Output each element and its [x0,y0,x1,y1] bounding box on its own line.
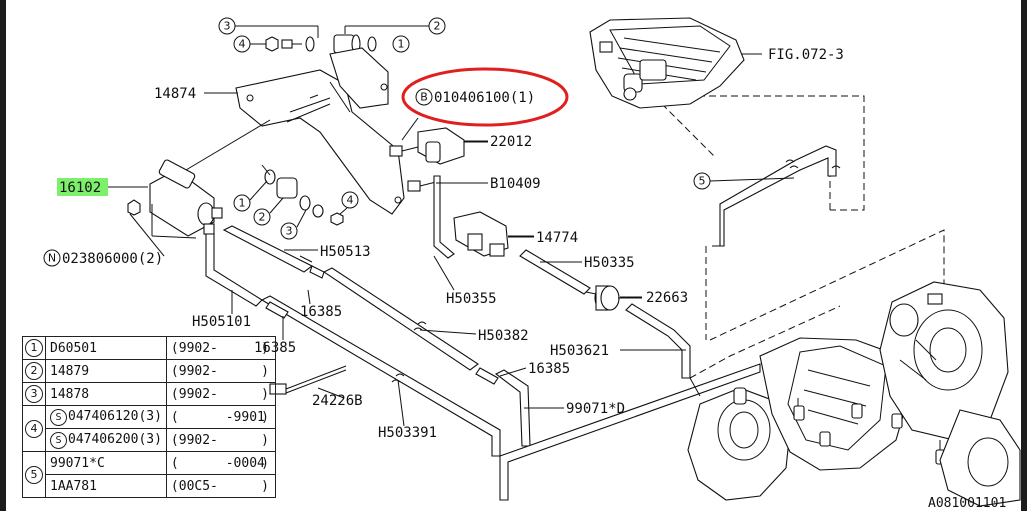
label-b10409: B10409 [490,176,541,192]
label-023806000: 023806000(2) [62,251,163,267]
label-14774: 14774 [536,230,578,246]
label-diagram-id: A081001101 [928,496,1006,511]
svg-text:4: 4 [347,194,354,207]
highlight-circle [401,67,569,127]
svg-text:3: 3 [286,225,293,238]
lower-hardware: 1 2 3 4 [233,164,359,240]
label-h503391: H503391 [378,425,437,441]
label-h505101: H505101 [192,314,251,330]
label-h50355: H50355 [446,291,497,307]
top-hardware: 3 2 4 1 [218,17,446,54]
date-range: (9902- [170,340,218,356]
table-row: 5 99071*C ( -0004) [22,451,276,498]
table-row: 1 D60501 (9902-) [22,336,276,360]
bolts [389,117,437,192]
bracket-14874 [235,47,405,215]
n-symbol: N [48,252,56,265]
date-range: (9902- [170,363,218,379]
part-number: 1AA781 [50,478,97,494]
symbol-mark: S [50,408,67,426]
range-close: ) [261,478,269,494]
parts-table: 1 D60501 (9902-) 2 14879 (9902-) 3 14878 (9902-)… [22,336,276,498]
ref-circle-1 [392,35,410,53]
label-22663: 22663 [646,290,688,306]
part-number: 99071*C [50,455,105,471]
b-symbol: B [420,91,428,104]
ref-3-label: 3 [224,20,231,33]
n-symbol-circle [43,249,61,267]
clamp-24226b [269,365,347,395]
ref-1-label: 1 [398,38,405,51]
ref-number: 2 [25,362,43,380]
intake-assembly [687,281,1021,507]
valve-14774 [453,211,534,257]
label-24226b: 24226B [312,393,363,409]
highlight-marker [57,178,108,196]
hoses [205,175,691,457]
label-22012: 22012 [490,134,532,150]
part-number: 14879 [50,363,90,379]
ref-number: 4 [25,419,43,438]
range-close: ) [261,455,269,471]
date-range: (9902- [170,432,218,448]
svg-text:2: 2 [259,211,266,224]
date-range: (00C5- [170,478,218,494]
range-close: ) [261,386,269,402]
ref-number: 3 [25,385,43,403]
ref-4-label: 4 [239,38,246,51]
range-close: ) [261,432,269,448]
date-range: (9902- [170,386,218,402]
svg-text:5: 5 [699,175,706,188]
label-010406100: 010406100(1) [434,90,535,106]
table-row: 1AA781 (00C5-) [23,474,276,498]
label-14874: 14874 [154,86,196,102]
date-range: ( -9901 [170,409,265,425]
label-h503621: H503621 [550,343,609,359]
leader-lines [108,92,686,427]
table-row: 2 14879 (9902-) [22,359,276,383]
labels: 14874 16102 N 023806000(2) B 010406100(1… [43,47,1006,511]
label-99071d: 99071*D [566,401,625,417]
range-close: ) [261,340,269,356]
ref-2-label: 2 [434,20,441,33]
label-16385-a: 16385 [300,304,342,320]
label-fig-072-3: FIG.072-3 [768,47,844,63]
label-h50335: H50335 [584,255,635,271]
part-number: 14878 [50,386,90,402]
part-number: 047406200(3) [68,431,162,447]
label-h50513: H50513 [320,244,371,260]
table-row: 3 14878 (9902-) [22,382,276,406]
hose-5: 5 [693,145,841,247]
symbol-mark: S [50,431,67,449]
filter-22663 [585,285,642,311]
date-range: ( -0004 [170,455,265,471]
sensor-22012 [417,127,488,165]
label-16102: 16102 [59,180,101,196]
svg-text:1: 1 [239,197,246,210]
label-h50382: H50382 [478,328,529,344]
engine-block [589,17,762,109]
range-close: ) [261,409,269,425]
lower-line [499,363,761,501]
part-number: 047406120(3) [68,408,162,424]
b-symbol-circle [415,88,433,106]
part-number: D60501 [50,340,97,356]
ref-number: 1 [25,339,43,357]
ref-number: 5 [25,465,43,484]
range-close: ) [261,363,269,379]
label-16385-c: 16385 [528,361,570,377]
solenoid-16102 [127,119,271,239]
